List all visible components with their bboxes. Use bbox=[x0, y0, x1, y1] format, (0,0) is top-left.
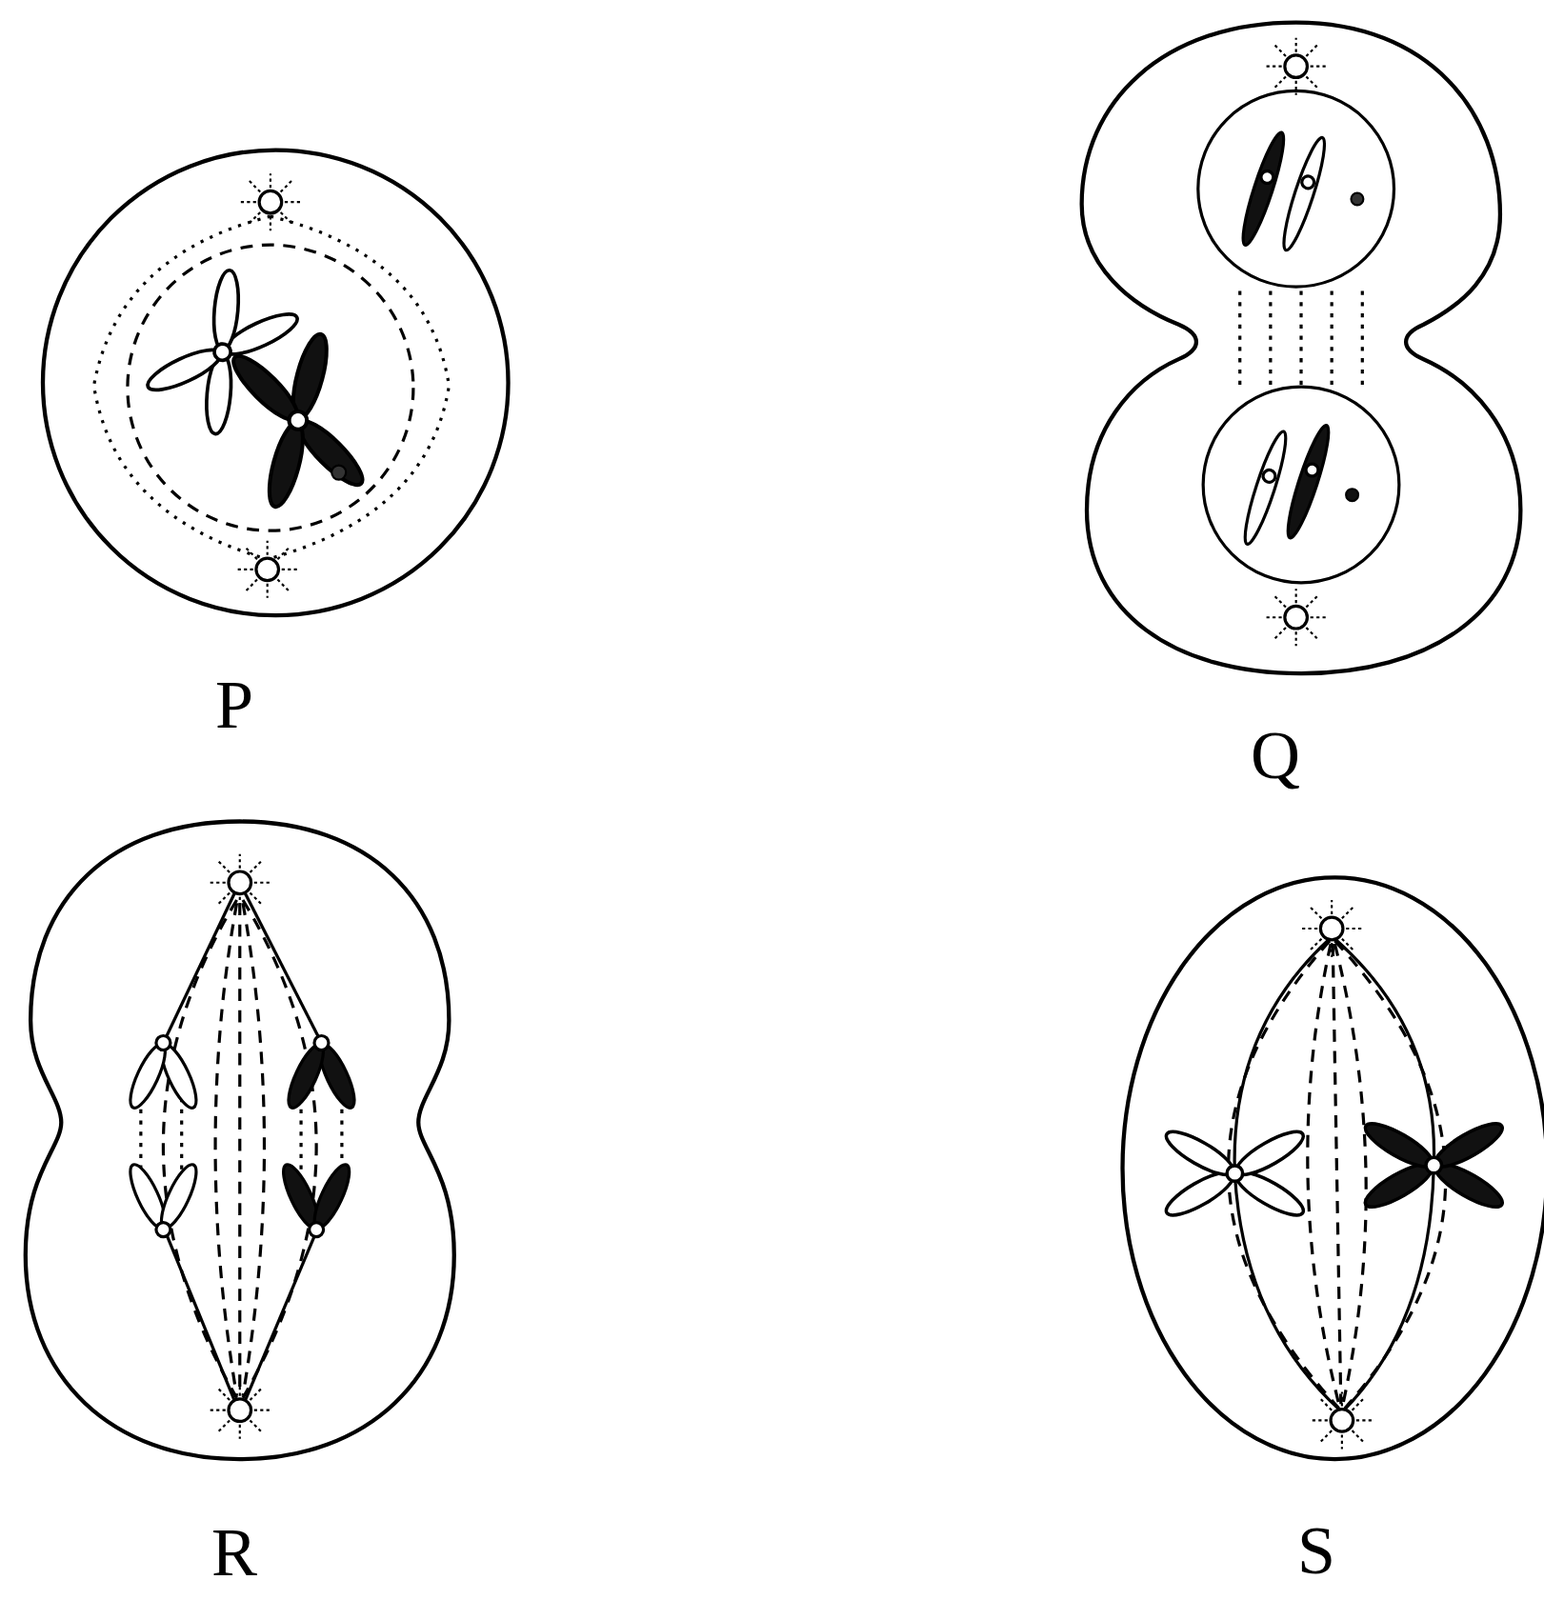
cell-q-part-part bbox=[1238, 290, 1242, 386]
cell-q bbox=[1082, 22, 1522, 675]
cell-label: Q bbox=[1250, 721, 1301, 790]
cell-s-part bbox=[1161, 1124, 1309, 1224]
cell-p-part bbox=[127, 244, 414, 531]
cell-r-part-part bbox=[244, 1231, 317, 1402]
cell-r-part bbox=[165, 892, 321, 1402]
cell-q-part bbox=[1240, 290, 1364, 386]
cell-p-part bbox=[240, 173, 301, 231]
cell-r-part bbox=[123, 1035, 203, 1112]
cell-s bbox=[1122, 877, 1544, 1460]
cell-q-part bbox=[1265, 588, 1327, 646]
cell-q-part bbox=[1345, 488, 1359, 502]
cell-p-part bbox=[94, 216, 271, 560]
cell-r-part bbox=[123, 1161, 203, 1238]
cell-label: S bbox=[1297, 1516, 1336, 1585]
cell-r-part bbox=[25, 821, 455, 1460]
cell-r-part-part bbox=[242, 902, 264, 1396]
cell-r-part-part bbox=[242, 900, 317, 1399]
cell-p bbox=[42, 150, 509, 617]
cell-q-part bbox=[1281, 422, 1336, 542]
cell-r bbox=[25, 821, 455, 1460]
cell-q-part-part bbox=[1268, 290, 1272, 386]
cell-r-part bbox=[162, 900, 317, 1399]
cell-r-part-part bbox=[162, 900, 237, 1399]
cell-s-part bbox=[1311, 1391, 1373, 1449]
cell-r-part bbox=[281, 1035, 361, 1112]
cell-q-part bbox=[1265, 38, 1327, 96]
cell-p-part bbox=[331, 465, 346, 481]
cell-s-part bbox=[1360, 1116, 1508, 1215]
cell-r-part-part bbox=[244, 892, 320, 1039]
cell-s-part-part bbox=[1307, 943, 1340, 1404]
cell-q-part bbox=[1277, 135, 1332, 254]
cell-s-part-part bbox=[1332, 943, 1342, 1404]
cell-q-part bbox=[1082, 22, 1522, 675]
cell-label: P bbox=[215, 670, 254, 740]
cell-q-part bbox=[1351, 193, 1364, 206]
cell-q-part-part bbox=[1330, 290, 1334, 386]
cell-q-part bbox=[1236, 129, 1291, 248]
cell-q-part bbox=[1238, 428, 1293, 547]
cell-r-part-part bbox=[238, 902, 241, 1396]
cell-s-part bbox=[1122, 877, 1544, 1460]
cell-p-part bbox=[222, 324, 374, 516]
cell-q-part bbox=[1198, 90, 1395, 287]
cell-r-part bbox=[209, 854, 271, 912]
cell-r-part bbox=[277, 1161, 357, 1238]
cell-r-part-part bbox=[165, 1231, 236, 1402]
cell-s-part bbox=[1301, 900, 1363, 958]
cell-label: R bbox=[211, 1518, 258, 1587]
cell-r-part-part bbox=[165, 892, 236, 1039]
cell-q-part bbox=[1203, 386, 1400, 583]
cell-q-part-part bbox=[1361, 290, 1364, 386]
cell-p-part bbox=[237, 541, 299, 599]
cell-s-part-part bbox=[1334, 943, 1366, 1404]
cell-r-part-part bbox=[215, 902, 237, 1396]
cell-q-part-part bbox=[1299, 290, 1303, 386]
cell-p-part bbox=[42, 150, 509, 617]
cell-r-part bbox=[209, 1382, 271, 1440]
cell-r-part bbox=[140, 1086, 342, 1184]
